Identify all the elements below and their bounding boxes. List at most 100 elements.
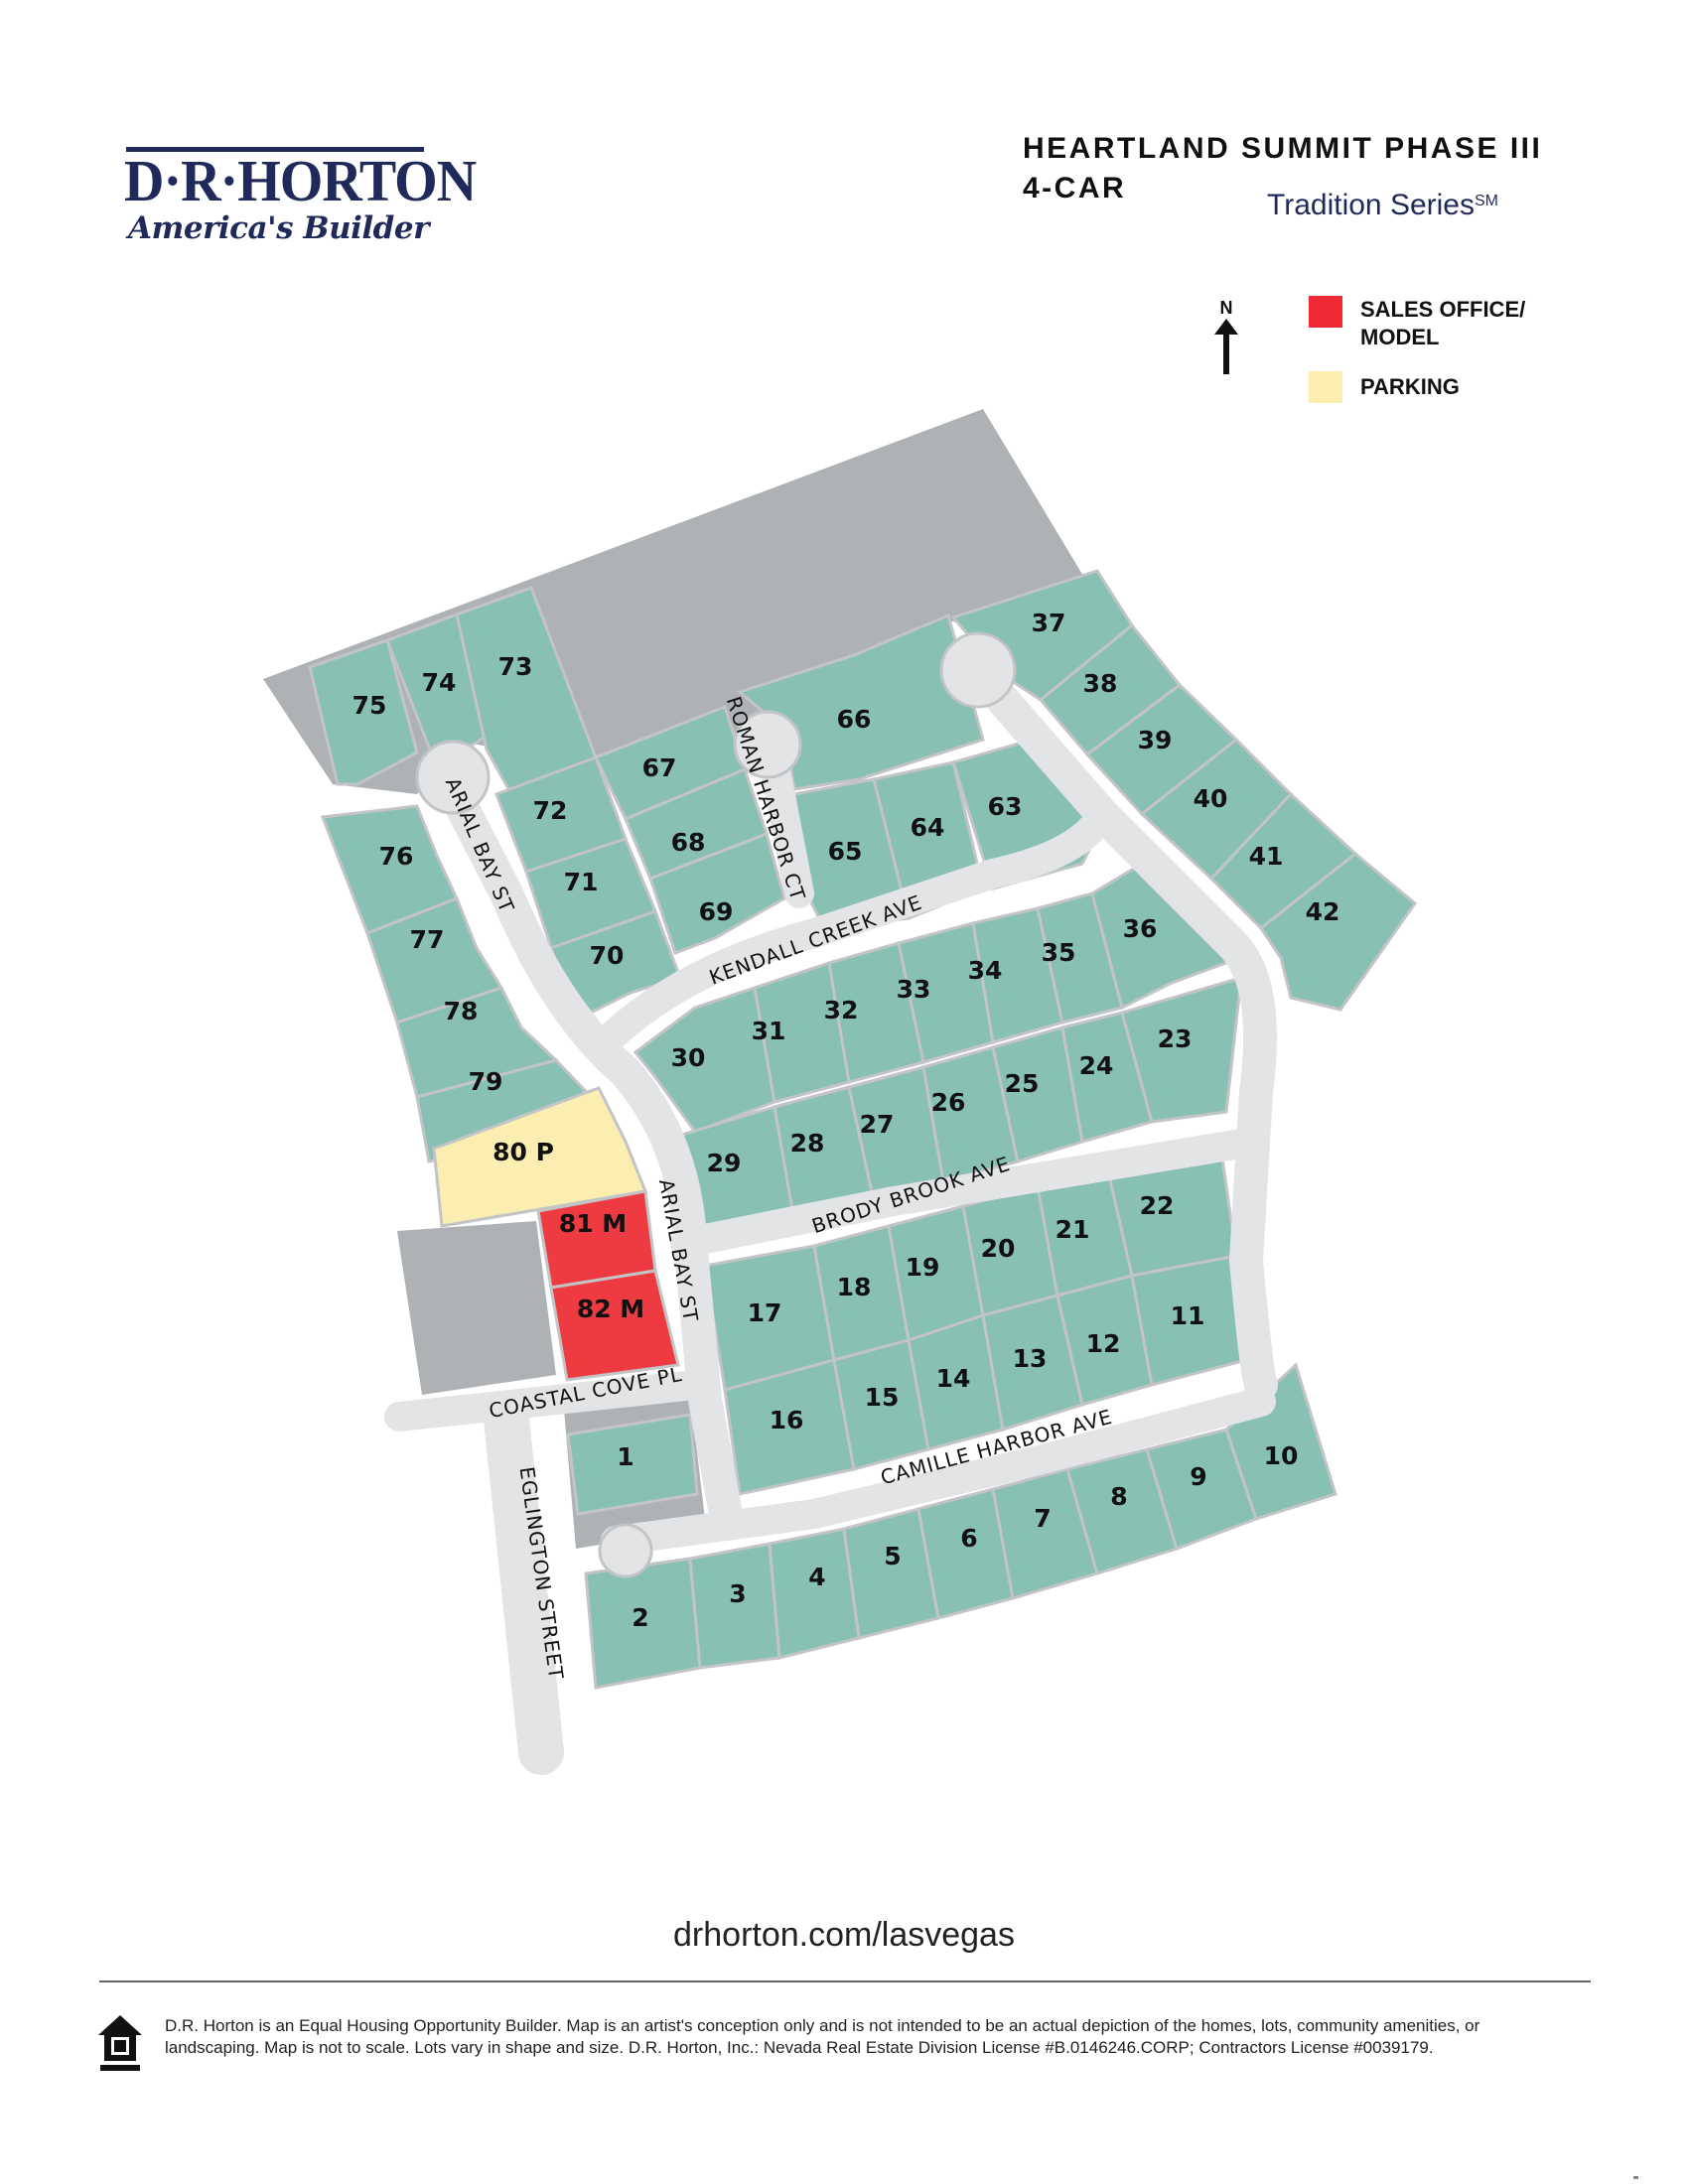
lot-20[interactable]: 20: [981, 1234, 1016, 1263]
equal-housing-opportunity-icon: [98, 2015, 142, 2071]
lot-4[interactable]: 4: [808, 1563, 825, 1591]
cul-de-sac-roman-harbor: [733, 710, 802, 779]
lot-19[interactable]: 19: [906, 1253, 940, 1282]
lot-74[interactable]: 74: [422, 668, 457, 697]
road-brody-brook-ave: [670, 1129, 1256, 1258]
lot-30[interactable]: 30: [671, 1043, 706, 1072]
north-label: N: [1219, 298, 1233, 318]
legend: SALES OFFICE/ MODEL PARKING: [1309, 296, 1559, 423]
lot-32[interactable]: 32: [824, 996, 859, 1024]
lot-70[interactable]: 70: [590, 941, 625, 970]
lot-80-p[interactable]: 80 P: [492, 1138, 554, 1166]
series-name: Tradition SeriesSM: [1267, 189, 1498, 222]
lot-21[interactable]: 21: [1055, 1215, 1090, 1244]
lot-shape: [1258, 852, 1418, 1012]
lot-23[interactable]: 23: [1158, 1024, 1193, 1053]
special-lot-shapes: [432, 1086, 680, 1382]
lot-1[interactable]: 1: [617, 1442, 633, 1471]
lot-78[interactable]: 78: [444, 997, 479, 1025]
lot-shape: [365, 896, 504, 1024]
parking-lot-shape: [432, 1086, 648, 1228]
lot-66[interactable]: 66: [837, 705, 872, 734]
lot-9[interactable]: 9: [1190, 1462, 1206, 1491]
lot-65[interactable]: 65: [828, 837, 863, 866]
road-arial-bay-st: [428, 757, 742, 1526]
cul-de-sac-arial-bay: [415, 740, 491, 815]
sales-office-swatch: [1309, 296, 1342, 328]
lot-13[interactable]: 13: [1013, 1344, 1048, 1373]
lot-81-m[interactable]: 81 M: [559, 1209, 627, 1238]
website-link[interactable]: drhorton.com/lasvegas: [673, 1916, 1015, 1954]
lot-34[interactable]: 34: [968, 956, 1003, 985]
lot-69[interactable]: 69: [699, 897, 734, 926]
lot-16[interactable]: 16: [770, 1406, 804, 1434]
lot-72[interactable]: 72: [533, 796, 568, 825]
lot-25[interactable]: 25: [1005, 1069, 1040, 1098]
lot-79[interactable]: 79: [469, 1067, 503, 1096]
lots: [308, 569, 1418, 1690]
lot-shape: [385, 613, 503, 756]
page-title: HEARTLAND SUMMIT PHASE III 4-CAR: [1023, 129, 1542, 208]
cul-de-sacs: [415, 631, 1017, 1578]
lot-39[interactable]: 39: [1138, 726, 1173, 754]
lot-8[interactable]: 8: [1110, 1482, 1127, 1511]
cul-de-sac-east: [939, 631, 1017, 709]
legend-label-parking: PARKING: [1360, 374, 1460, 399]
road-eglington-street: [484, 1397, 564, 1775]
lot-36[interactable]: 36: [1123, 914, 1158, 943]
series-label: Tradition Series: [1267, 189, 1475, 221]
lot-71[interactable]: 71: [564, 868, 599, 896]
lot-2[interactable]: 2: [632, 1603, 648, 1632]
lot-82-m[interactable]: 82 M: [577, 1295, 644, 1323]
north-indicator: N: [1213, 298, 1239, 379]
common-area-west: [397, 1221, 556, 1395]
lot-68[interactable]: 68: [671, 828, 706, 857]
lot-76[interactable]: 76: [379, 842, 414, 871]
lot-42[interactable]: 42: [1306, 897, 1340, 926]
lot-18[interactable]: 18: [837, 1273, 872, 1301]
lot-shape: [648, 832, 786, 955]
lot-shape: [1120, 975, 1243, 1124]
model-lot-shape-82: [549, 1269, 680, 1382]
lot-33[interactable]: 33: [897, 975, 931, 1004]
lot-37[interactable]: 37: [1032, 609, 1066, 637]
lot-17[interactable]: 17: [748, 1298, 782, 1327]
lot-63[interactable]: 63: [988, 792, 1023, 821]
lot-15[interactable]: 15: [865, 1383, 900, 1412]
lot-41[interactable]: 41: [1249, 842, 1284, 871]
lot-35[interactable]: 35: [1042, 938, 1076, 967]
lot-24[interactable]: 24: [1079, 1051, 1114, 1080]
lot-75[interactable]: 75: [352, 691, 387, 720]
lot-73[interactable]: 73: [498, 652, 533, 681]
lot-11[interactable]: 11: [1171, 1301, 1205, 1330]
lot-29[interactable]: 29: [707, 1149, 742, 1177]
footer-divider: [99, 1980, 1591, 1982]
roads: [384, 658, 1278, 1775]
lot-3[interactable]: 3: [729, 1579, 746, 1608]
lot-67[interactable]: 67: [642, 753, 677, 782]
lot-26[interactable]: 26: [931, 1088, 966, 1117]
lot-12[interactable]: 12: [1086, 1329, 1121, 1358]
logo-rule: [126, 147, 424, 152]
lot-14[interactable]: 14: [936, 1364, 971, 1393]
page-mark: [1633, 2176, 1638, 2179]
title-line-2: 4-CAR: [1023, 172, 1127, 205]
lot-5[interactable]: 5: [884, 1542, 901, 1570]
lot-64[interactable]: 64: [911, 813, 945, 842]
lot-22[interactable]: 22: [1140, 1191, 1175, 1220]
service-mark: SM: [1474, 193, 1498, 209]
road-coastal-cove-pl: [384, 1370, 710, 1432]
lot-7[interactable]: 7: [1034, 1504, 1051, 1533]
lot-shape: [308, 638, 419, 786]
lot-38[interactable]: 38: [1083, 669, 1118, 698]
dr-horton-logo: D·R·HORTON America's Builder: [124, 147, 477, 245]
lot-10[interactable]: 10: [1264, 1441, 1299, 1470]
lot-6[interactable]: 6: [960, 1524, 977, 1553]
lot-77[interactable]: 77: [410, 925, 445, 954]
lot-31[interactable]: 31: [752, 1017, 786, 1045]
lot-28[interactable]: 28: [790, 1129, 825, 1158]
road-camille-harbor-ave: [601, 1387, 1276, 1556]
lot-27[interactable]: 27: [860, 1110, 895, 1139]
legend-item-parking: PARKING: [1309, 371, 1559, 403]
lot-40[interactable]: 40: [1194, 784, 1228, 813]
